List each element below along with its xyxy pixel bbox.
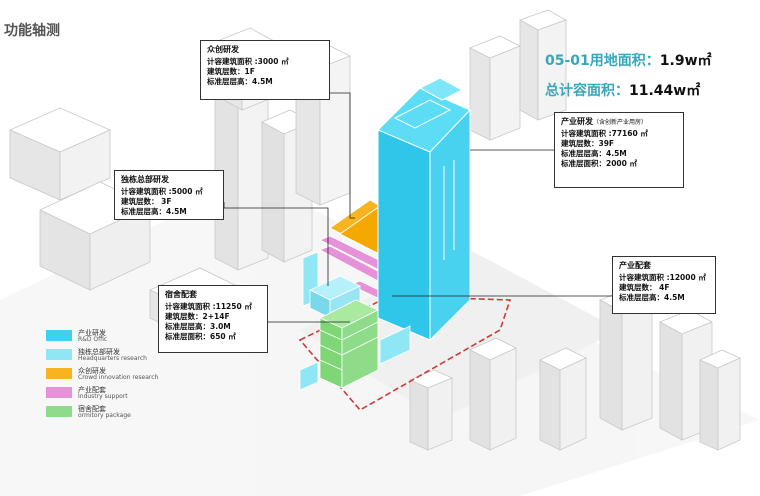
callout-dorm-title: 宿舍配套 [165, 290, 197, 299]
legend-label-cn: 宿舍配套 [78, 405, 106, 413]
dormitory-volume [319, 299, 379, 389]
legend-item: 产业研发 R&D Offic [46, 328, 186, 347]
legend-swatch [46, 406, 72, 417]
legend: 产业研发 R&D Offic 独栋总部研发 Headquarters resea… [46, 328, 186, 423]
context-buildings [9, 9, 741, 451]
callout-rnd-row: 标准层层高：4.5M [561, 149, 627, 158]
legend-label-cn: 产业研发 [78, 329, 106, 337]
legend-item: 产业配套 Industry support [46, 385, 186, 404]
callout-rnd-title-text: 产业研发 [561, 117, 593, 126]
legend-label-en: Headquarters research [78, 355, 147, 362]
page-title: 功能轴测 [4, 23, 60, 39]
callout-support: 产业配套 计容建筑面积 :12000 ㎡ 建筑层数： 4F 标准层层高：4.5M [612, 256, 716, 314]
callout-support-row: 建筑层数： 4F [619, 283, 670, 292]
callout-rnd: 产业研发（含创新产业用房） 计容建筑面积 :77160 ㎡ 建筑层数：39F 标… [554, 112, 684, 188]
site-area-label: 05-01用地面积： [545, 53, 660, 69]
site-boundary [298, 295, 512, 412]
callout-dorm-row: 标准层层高：3.0M [165, 322, 231, 331]
callout-crowd: 众创研发 计容建筑面积 :3000 ㎡ 建筑层数：1F 标准层层高：4.5M [200, 40, 330, 100]
legend-swatch [46, 387, 72, 398]
rnd-tower-volume [377, 77, 471, 342]
total-area-headline: 总计容面积：11.44w㎡ [545, 80, 700, 100]
callout-dorm-row: 标准层面积：650 ㎡ [165, 332, 236, 341]
callout-dorm-row: 建筑层数：2+14F [165, 312, 230, 321]
callout-hq: 独栋总部研发 计容建筑面积 :5000 ㎡ 建筑层数： 3F 标准层层高：4.5… [114, 170, 224, 220]
callout-rnd-title: 产业研发（含创新产业用房） [561, 116, 677, 127]
hq-research-volume [302, 251, 361, 319]
callout-rnd-row: 计容建筑面积 :77160 ㎡ [561, 129, 648, 138]
callout-crowd-row: 计容建筑面积 :3000 ㎡ [207, 57, 289, 66]
legend-label-en: Crowd innovation research [78, 374, 159, 381]
legend-label-cn: 众创研发 [78, 367, 106, 375]
legend-label-cn: 产业配套 [78, 386, 106, 394]
site-area-headline: 05-01用地面积：1.9w㎡ [545, 50, 712, 70]
callout-crowd-row: 标准层层高：4.5M [207, 77, 273, 86]
callout-rnd-row: 建筑层数：39F [561, 139, 615, 148]
callout-crowd-title: 众创研发 [207, 45, 239, 54]
site-area-value: 1.9w㎡ [659, 53, 712, 69]
callout-support-row: 计容建筑面积 :12000 ㎡ [619, 273, 706, 282]
total-area-value: 11.44w㎡ [629, 83, 701, 99]
callout-dorm-row: 计容建筑面积 :11250 ㎡ [165, 302, 252, 311]
callout-rnd-row: 标准层面积：2000 ㎡ [561, 159, 637, 168]
legend-label-en: ormitory package [78, 412, 131, 419]
legend-label-en: Industry support [78, 393, 128, 400]
leader-lines [223, 92, 612, 323]
callout-support-title: 产业配套 [619, 261, 651, 270]
legend-swatch [46, 349, 72, 360]
callout-hq-title: 独栋总部研发 [121, 175, 169, 184]
legend-item: 宿舍配套 ormitory package [46, 404, 186, 423]
legend-label-en: R&D Offic [78, 336, 108, 343]
legend-label-cn: 独栋总部研发 [78, 348, 120, 356]
callout-rnd-subtitle: （含创新产业用房） [593, 119, 648, 126]
legend-swatch [46, 368, 72, 379]
legend-item: 众创研发 Crowd innovation research [46, 366, 186, 385]
total-area-label: 总计容面积： [545, 83, 629, 99]
legend-swatch [46, 330, 72, 341]
callout-crowd-row: 建筑层数：1F [207, 67, 255, 76]
callout-hq-row: 建筑层数： 3F [121, 197, 172, 206]
callout-hq-row: 计容建筑面积 :5000 ㎡ [121, 187, 203, 196]
callout-dorm: 宿舍配套 计容建筑面积 :11250 ㎡ 建筑层数：2+14F 标准层层高：3.… [158, 285, 268, 353]
legend-item: 独栋总部研发 Headquarters research [46, 347, 186, 366]
callout-support-row: 标准层层高：4.5M [619, 293, 685, 302]
callout-hq-row: 标准层层高：4.5M [121, 207, 187, 216]
podium-volume [299, 325, 411, 391]
